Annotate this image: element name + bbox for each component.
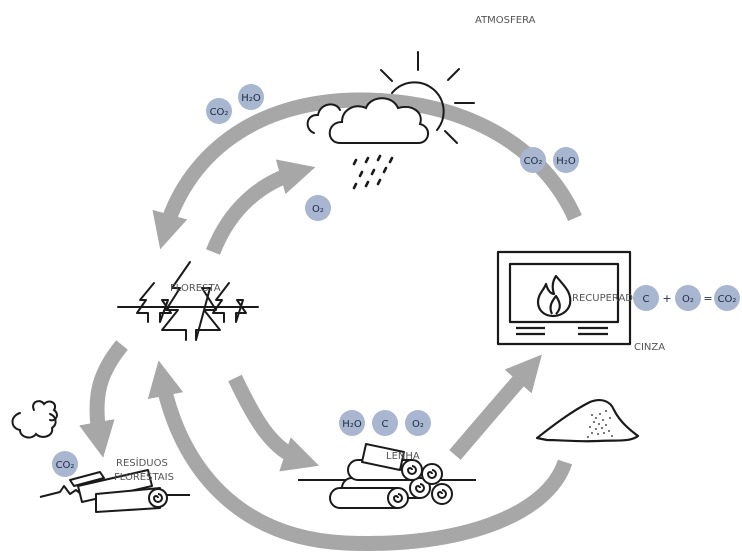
combustion-equation: C + O₂ = CO₂ xyxy=(633,285,740,311)
equation-plus: + xyxy=(662,292,671,305)
residuos-label-1: RESÍDUOS xyxy=(116,456,168,469)
ash-pile-icon xyxy=(535,399,640,443)
forest-icon xyxy=(117,261,259,341)
ash-dots xyxy=(587,410,613,438)
svg-text:C: C xyxy=(643,294,650,305)
equation-equals: = xyxy=(703,292,712,305)
equation-co2: CO₂ xyxy=(714,285,740,311)
molecule-co2-top-right: CO₂ xyxy=(520,147,546,173)
svg-text:C: C xyxy=(382,419,389,430)
arrow-firewood-to-fireplace xyxy=(449,354,542,460)
svg-text:CO₂: CO₂ xyxy=(210,107,229,118)
smoke-icon xyxy=(11,400,58,439)
svg-text:O₂: O₂ xyxy=(412,419,424,430)
equation-c: C xyxy=(633,285,659,311)
sun-cloud-rain-icon xyxy=(306,51,475,190)
residuos-label-2: FLORESTAIS xyxy=(114,472,174,483)
svg-text:CO₂: CO₂ xyxy=(718,294,737,305)
molecule-h2o-lenha: H₂O xyxy=(339,410,365,436)
arrow-ash-to-forest xyxy=(147,360,573,551)
forest-waste-icon xyxy=(39,469,190,513)
firewood-icon xyxy=(298,443,476,509)
molecule-o2-lenha: O₂ xyxy=(405,410,431,436)
molecule-c-lenha: C xyxy=(372,410,398,436)
svg-text:CO₂: CO₂ xyxy=(56,460,75,471)
fireplace-icon xyxy=(496,250,632,346)
svg-text:O₂: O₂ xyxy=(682,294,694,305)
floresta-label: FLORESTA xyxy=(170,283,221,294)
svg-text:H₂O: H₂O xyxy=(241,93,261,104)
molecule-co2-waste: CO₂ xyxy=(52,451,78,477)
arrow-forest-to-firewood xyxy=(228,374,320,472)
molecule-h2o-top-left: H₂O xyxy=(238,84,264,110)
molecule-h2o-top-right: H₂O xyxy=(553,147,579,173)
arrow-forest-to-waste xyxy=(79,340,128,458)
equation-o2: O₂ xyxy=(675,285,701,311)
svg-text:O₂: O₂ xyxy=(312,204,324,215)
cinza-label: CINZA xyxy=(634,342,665,353)
recuperador-label: RECUPERADOR xyxy=(572,293,648,304)
atmosfera-label: ATMOSFERA xyxy=(475,15,536,26)
molecule-co2-top-left: CO₂ xyxy=(206,98,232,124)
molecule-o2-center: O₂ xyxy=(305,195,331,221)
lenha-label: LENHA xyxy=(386,451,420,462)
arrow-forest-to-atmosphere xyxy=(206,159,316,255)
svg-text:CO₂: CO₂ xyxy=(524,156,543,167)
svg-text:H₂O: H₂O xyxy=(556,156,576,167)
svg-text:H₂O: H₂O xyxy=(342,419,362,430)
